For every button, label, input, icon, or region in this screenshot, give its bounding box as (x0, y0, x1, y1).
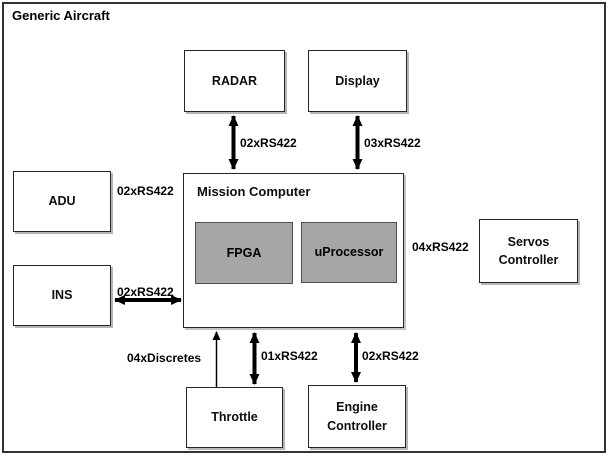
chip-uprocessor: uProcessor (301, 222, 397, 283)
node-engine-controller-label: Engine Controller (327, 400, 387, 433)
node-adu: ADU (13, 171, 111, 232)
node-throttle: Throttle (186, 387, 283, 448)
link-label-display-mc: 03xRS422 (364, 136, 421, 150)
node-radar: RADAR (184, 50, 285, 112)
node-ins: INS (13, 265, 111, 326)
node-engine-controller: Engine Controller (308, 385, 406, 448)
chip-fpga-label: FPGA (226, 245, 262, 260)
link-label-mc-throttle: 01xRS422 (261, 349, 318, 363)
node-mission-computer-label: Mission Computer (197, 184, 311, 199)
node-ins-label: INS (51, 288, 73, 303)
chip-uprocessor-label: uProcessor (314, 245, 384, 260)
node-display: Display (308, 50, 407, 112)
chip-fpga: FPGA (195, 222, 293, 284)
link-label-mc-servos: 04xRS422 (412, 240, 469, 254)
node-display-label: Display (335, 73, 380, 88)
node-throttle-label: Throttle (211, 410, 258, 425)
link-label-radar-mc: 02xRS422 (240, 136, 297, 150)
link-label-mc-throttle-discretes: 04xDiscretes (127, 351, 202, 365)
diagram-title: Generic Aircraft (12, 8, 110, 23)
link-label-adu-mc: 02xRS422 (117, 184, 174, 198)
node-adu-label: ADU (48, 194, 76, 209)
link-label-mc-engine: 02xRS422 (362, 349, 419, 363)
node-servos-controller: Servos Controller (479, 219, 578, 283)
node-mission-computer: Mission Computer FPGA uProcessor (183, 173, 404, 328)
node-servos-controller-label: Servos Controller (498, 234, 559, 267)
node-radar-label: RADAR (211, 73, 258, 88)
link-label-ins-mc: 02xRS422 (117, 285, 174, 299)
